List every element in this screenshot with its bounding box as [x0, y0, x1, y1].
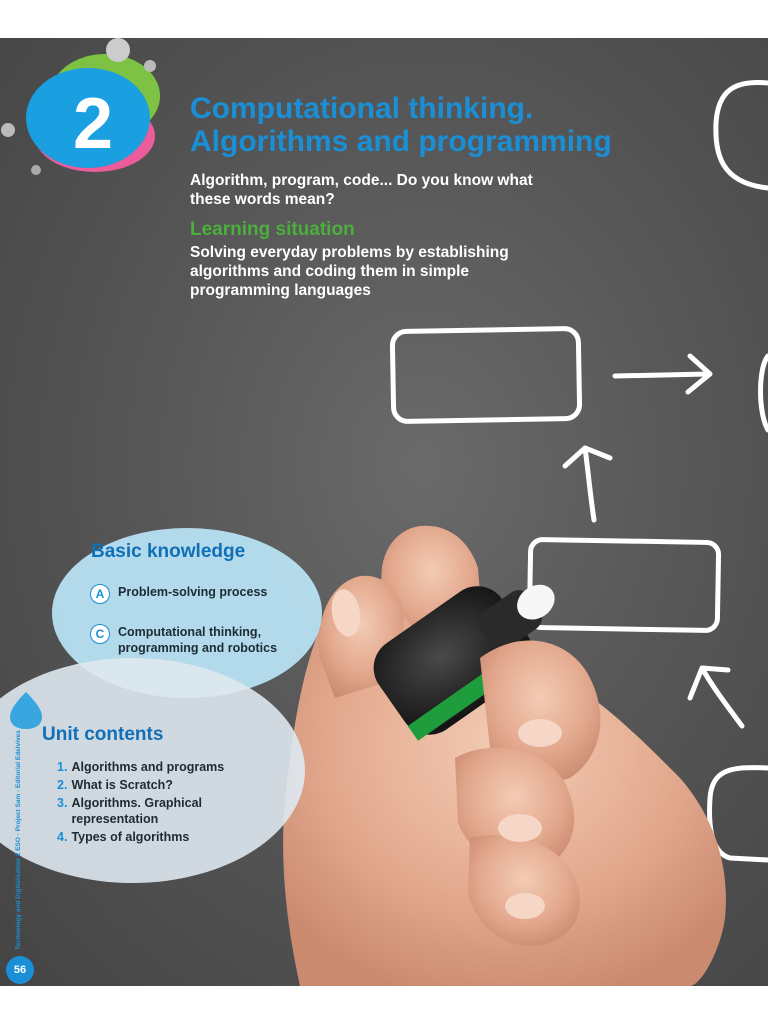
list-item[interactable]: 2.What is Scratch? — [57, 777, 257, 793]
list-item[interactable]: 3.Algorithms. Graphical representation — [57, 795, 257, 827]
list-item[interactable]: 1.Algorithms and programs — [57, 759, 257, 775]
unit-contents-bubble — [0, 658, 305, 883]
basic-knowledge-item: A Problem-solving process — [90, 584, 293, 604]
arrow-up-2 — [687, 665, 745, 729]
list-item[interactable]: 4.Types of algorithms — [57, 829, 257, 845]
flowchart-box-bottom — [707, 765, 768, 863]
list-item-text: What is Scratch? — [71, 778, 173, 792]
top-right-box — [713, 80, 768, 191]
page-number: 56 — [6, 956, 34, 984]
basic-knowledge-heading: Basic knowledge — [91, 541, 246, 562]
unit-title-line-2: Algorithms and programming — [190, 125, 612, 158]
unit-title: Computational thinking. Algorithms and p… — [190, 92, 660, 158]
list-item-number: 2. — [57, 778, 68, 792]
section-letter-badge: C — [90, 624, 110, 644]
arrow-right — [612, 353, 713, 395]
flowchart-box-top — [389, 326, 583, 424]
basic-knowledge-item-text: Computational thinking, programming and … — [118, 625, 278, 655]
list-item-number: 4. — [57, 830, 68, 844]
list-item-text: Types of algorithms — [71, 830, 190, 844]
list-item-text: Algorithms and programs — [71, 760, 225, 774]
unit-number-badge — [1, 38, 160, 175]
list-item-number: 1. — [57, 760, 68, 774]
list-item-text: Algorithms. Graphical representation — [71, 796, 203, 826]
arrow-up-1 — [562, 445, 613, 523]
learning-situation-heading: Learning situation — [190, 219, 355, 240]
unit-contents-list: 1.Algorithms and programs 2.What is Scra… — [57, 759, 257, 847]
blue-drop-icon — [10, 692, 42, 729]
basic-knowledge-item: C Computational thinking, programming an… — [90, 624, 293, 656]
section-letter-badge: A — [90, 584, 110, 604]
flowchart-drawing — [389, 80, 768, 863]
unit-subtitle: Algorithm, program, code... Do you know … — [190, 172, 533, 208]
learning-situation-text: Solving everyday problems by establishin… — [190, 244, 509, 299]
hand-with-marker-image — [283, 525, 726, 986]
basic-knowledge-item-text: Problem-solving process — [118, 585, 268, 599]
page-background: 2 Computational thinking. Algorithms and… — [0, 38, 768, 986]
vertical-book-credit: Technology and Digitalisation 2 ESO · Pr… — [15, 730, 22, 950]
unit-title-line-1: Computational thinking. — [190, 92, 534, 125]
right-edge-box — [758, 353, 768, 433]
list-item-number: 3. — [57, 796, 68, 810]
flowchart-box-middle — [526, 537, 722, 633]
unit-number: 2 — [72, 84, 114, 164]
unit-contents-heading: Unit contents — [42, 724, 164, 745]
